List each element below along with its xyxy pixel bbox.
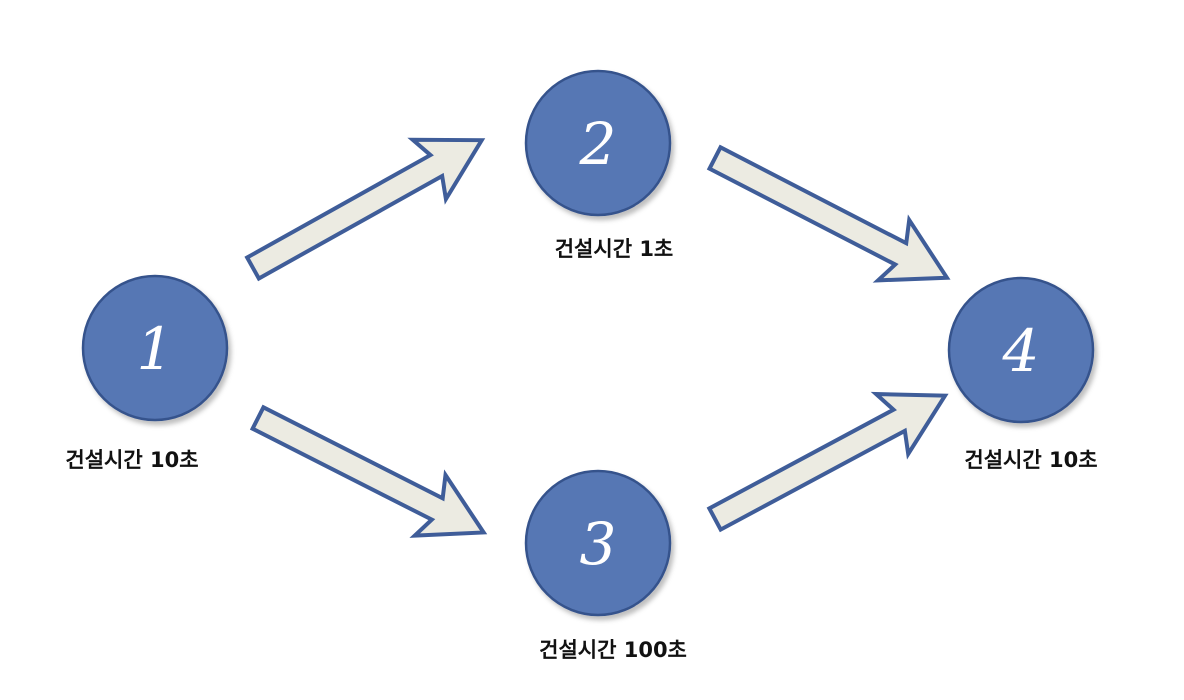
node-2-label: 건설시간 1초 (555, 237, 674, 261)
node-1-label: 건설시간 10초 (65, 448, 198, 472)
arrow-1-to-3-icon (249, 404, 488, 538)
node-1: 1 건설시간 10초 (65, 274, 229, 472)
node-1-number: 1 (137, 315, 174, 383)
edge-1-to-2 (244, 137, 486, 282)
edge-3-to-4 (706, 391, 949, 533)
node-2: 2 건설시간 1초 (524, 69, 674, 261)
node-1-circle (81, 274, 229, 422)
edge-2-to-4 (706, 144, 951, 283)
node-3: 3 건설시간 100초 (524, 469, 687, 662)
arrow-3-to-4-icon (706, 391, 949, 533)
node-3-circle (524, 469, 672, 617)
node-4-number: 4 (1002, 317, 1040, 385)
node-2-circle (524, 69, 672, 217)
node-3-number: 3 (580, 510, 617, 578)
arrow-2-to-4-icon (706, 144, 951, 283)
node-4: 4 건설시간 10초 (947, 276, 1098, 472)
node-2-number: 2 (579, 110, 617, 178)
node-4-label: 건설시간 10초 (964, 448, 1097, 472)
node-4-circle (947, 276, 1095, 424)
arrow-1-to-2-icon (244, 137, 486, 282)
edge-1-to-3 (249, 404, 488, 538)
node-3-label: 건설시간 100초 (539, 638, 687, 662)
